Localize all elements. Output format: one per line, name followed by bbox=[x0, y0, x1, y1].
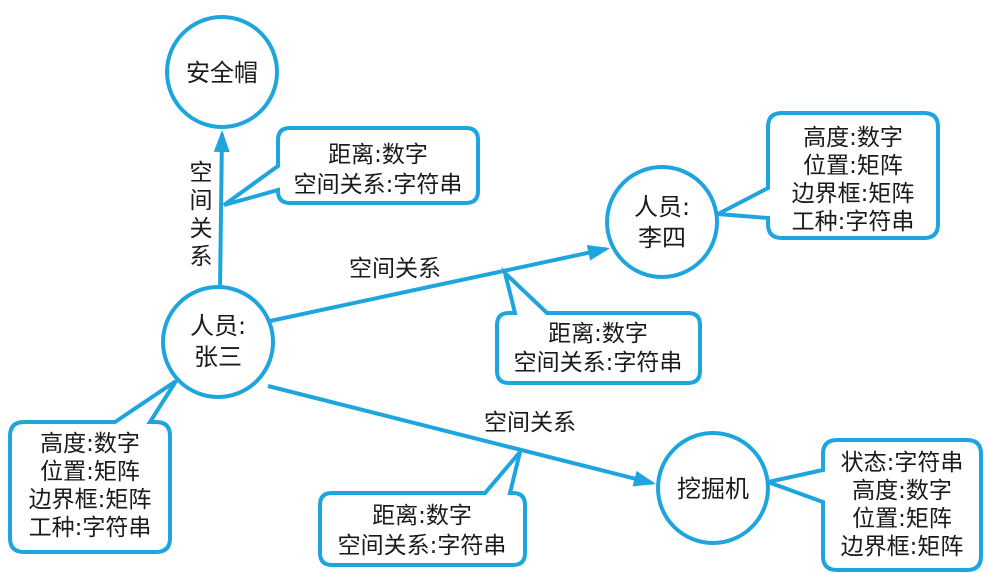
callout-box bbox=[318, 450, 527, 567]
callout-edge-helmet: 距离:数字 空间关系:字符串 bbox=[222, 126, 480, 207]
callout-edge-excavator: 距离:数字 空间关系:字符串 bbox=[318, 450, 527, 567]
callout-line: 空间关系:字符串 bbox=[514, 350, 683, 376]
callout-line: 边界框:矩阵 bbox=[841, 534, 964, 560]
callout-box bbox=[710, 111, 940, 240]
edge-label-excavator: 空间关系 bbox=[484, 410, 576, 436]
callout-box bbox=[760, 438, 983, 572]
callout-line: 边界框:矩阵 bbox=[29, 487, 152, 513]
callout-line: 位置:矩阵 bbox=[803, 153, 903, 179]
node-label: 人员: bbox=[634, 193, 690, 221]
callout-line: 空间关系:字符串 bbox=[338, 533, 507, 559]
edge-zhangsan-helmet bbox=[213, 130, 230, 291]
edge-labels: 空间关系 空间关系 空间关系 bbox=[185, 160, 576, 436]
node-label: 李四 bbox=[638, 224, 686, 252]
node-label: 挖掘机 bbox=[677, 475, 749, 503]
edges bbox=[213, 130, 656, 487]
node-helmet: 安全帽 bbox=[165, 15, 279, 129]
callout-line: 工种:字符串 bbox=[792, 209, 915, 235]
edge-label-helmet: 空间关系 bbox=[185, 160, 212, 272]
node-lisi: 人员: 李四 bbox=[605, 165, 719, 279]
callout-line: 距离:数字 bbox=[328, 142, 428, 168]
callout-zhangsan-attributes: 高度:数字 位置:矩阵 边界框:矩阵 工种:字符串 bbox=[8, 379, 178, 554]
node-circle bbox=[161, 285, 275, 399]
node-circle bbox=[605, 165, 719, 279]
callout-lisi-attributes: 高度:数字 位置:矩阵 边界框:矩阵 工种:字符串 bbox=[710, 111, 940, 240]
edge-label-lisi: 空间关系 bbox=[349, 256, 441, 282]
node-circle bbox=[656, 431, 770, 545]
callout-line: 高度:数字 bbox=[803, 125, 903, 151]
edge-zhangsan-excavator bbox=[267, 384, 656, 487]
callout-box bbox=[495, 266, 702, 385]
callout-line: 状态:字符串 bbox=[841, 450, 964, 476]
node-excavator: 挖掘机 bbox=[656, 431, 770, 545]
callout-line: 工种:字符串 bbox=[29, 515, 152, 541]
callout-edge-lisi: 距离:数字 空间关系:字符串 bbox=[495, 266, 702, 385]
node-circle bbox=[165, 15, 279, 129]
callout-excavator-attributes: 状态:字符串 高度:数字 位置:矩阵 边界框:矩阵 bbox=[760, 438, 983, 572]
node-label: 张三 bbox=[194, 343, 242, 371]
callout-line: 距离:数字 bbox=[372, 503, 472, 529]
edge-zhangsan-lisi bbox=[269, 244, 610, 323]
callout-line: 高度:数字 bbox=[852, 478, 952, 504]
callout-line: 位置:矩阵 bbox=[852, 506, 952, 532]
node-zhangsan: 人员: 张三 bbox=[161, 285, 275, 399]
callout-line: 空间关系:字符串 bbox=[294, 172, 463, 198]
callout-line: 位置:矩阵 bbox=[40, 459, 140, 485]
callout-line: 边界框:矩阵 bbox=[792, 181, 915, 207]
node-label: 人员: bbox=[190, 312, 246, 340]
callout-line: 高度:数字 bbox=[40, 431, 140, 457]
callout-box bbox=[222, 126, 480, 207]
node-label: 安全帽 bbox=[186, 59, 258, 87]
callout-box bbox=[8, 379, 178, 554]
callout-line: 距离:数字 bbox=[548, 321, 648, 347]
